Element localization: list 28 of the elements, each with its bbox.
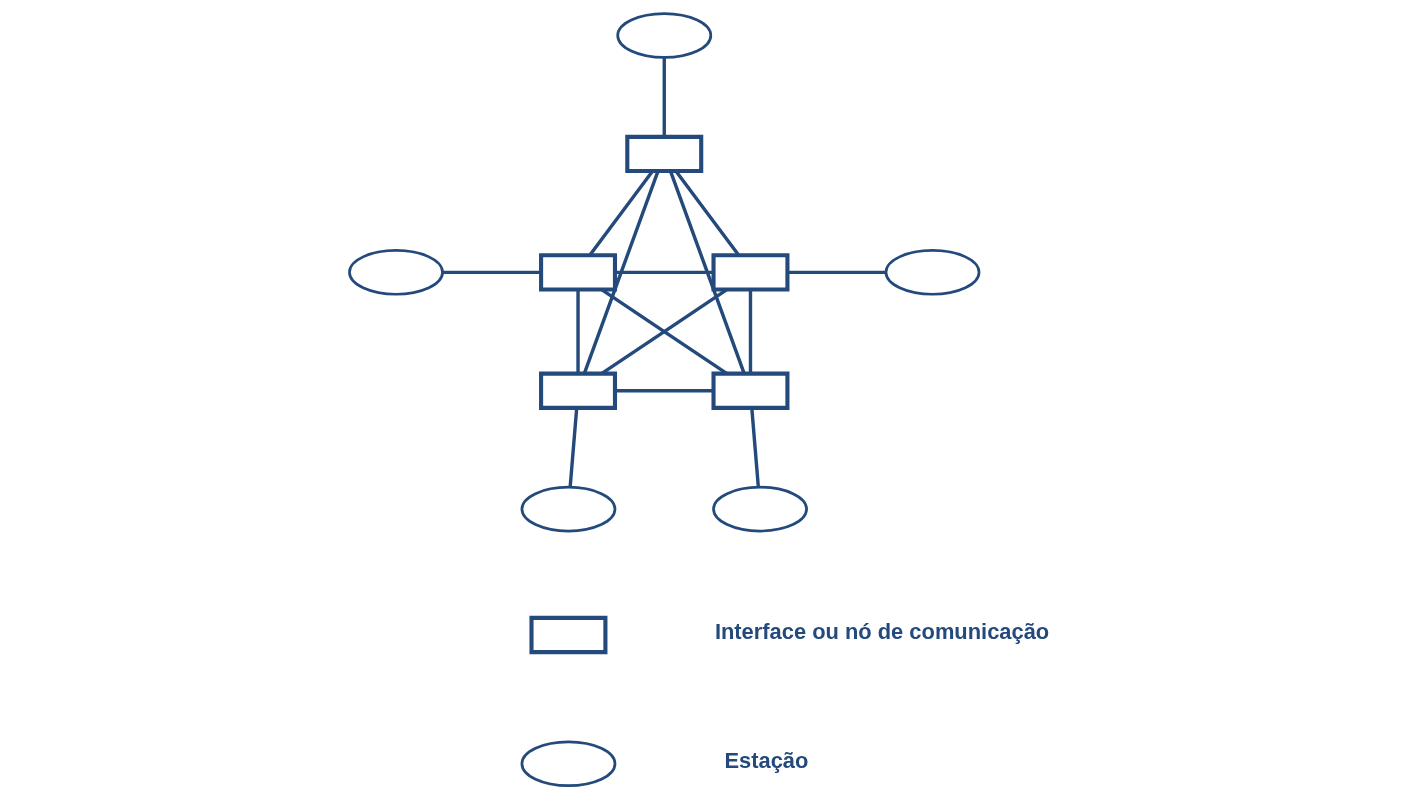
node-box — [538, 371, 617, 410]
node-box — [528, 615, 607, 655]
connector — [442, 270, 541, 275]
connector — [674, 170, 740, 257]
node-ellipse — [520, 740, 616, 787]
connector — [614, 389, 713, 393]
node-ellipse — [520, 485, 616, 533]
node-box — [710, 253, 789, 292]
node-box — [710, 371, 789, 410]
node-box — [538, 253, 617, 292]
connector — [668, 170, 746, 374]
connector — [582, 170, 660, 374]
connector — [662, 57, 666, 137]
node-box — [624, 134, 703, 174]
connector — [614, 270, 713, 275]
connector — [567, 408, 578, 488]
connector — [588, 170, 654, 257]
connector — [575, 289, 580, 374]
node-ellipse — [615, 12, 712, 59]
connector — [600, 288, 728, 375]
connector — [786, 270, 885, 275]
node-ellipse — [884, 249, 980, 296]
legend-label: Interface ou nó de comunicação — [714, 618, 1049, 644]
legend-label: Estação — [723, 747, 808, 773]
node-ellipse — [347, 249, 444, 296]
connector — [748, 289, 752, 374]
connector — [749, 408, 760, 488]
node-ellipse — [711, 485, 808, 533]
